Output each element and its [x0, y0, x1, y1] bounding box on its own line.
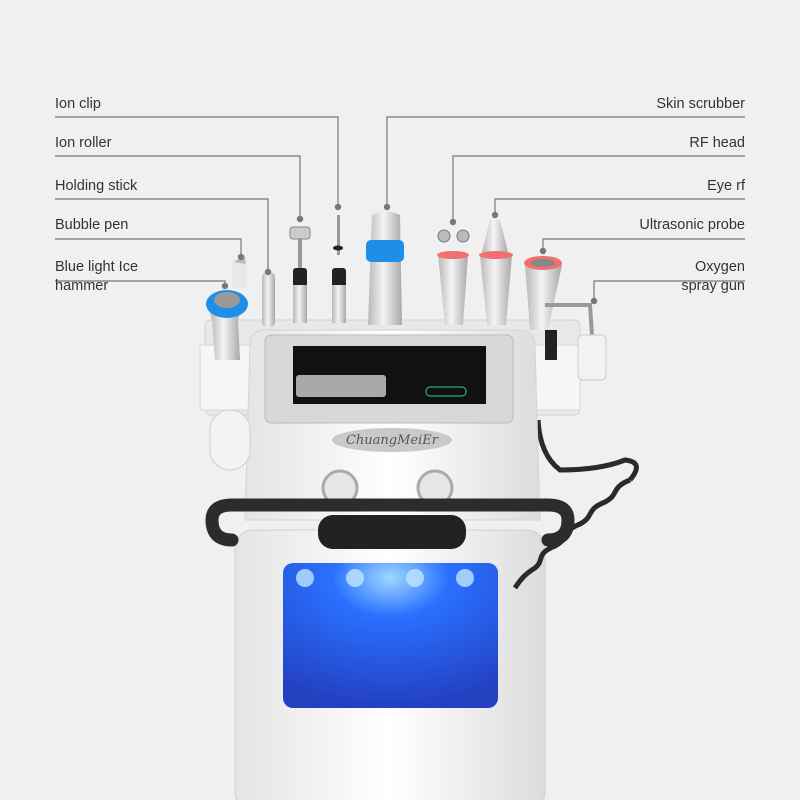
- label-bubble-pen: Bubble pen: [55, 217, 129, 233]
- label-rf-head: RF head: [689, 135, 745, 151]
- tools: [206, 211, 607, 381]
- label-ion-clip: Ion clip: [55, 96, 101, 112]
- label-eye-rf: Eye rf: [707, 178, 745, 194]
- label-blue-light-ice-hammer: Blue light Ice: [55, 259, 139, 275]
- label-skin-scrubber: Skin scrubber: [656, 96, 745, 112]
- leader-lines: [55, 116, 745, 301]
- label-oxygen-spray-gun-line2: spray gun: [681, 278, 745, 294]
- label-oxygen-spray-gun: Oxygen: [695, 259, 745, 275]
- label-ultrasonic-probe: Ultrasonic probe: [639, 217, 745, 233]
- label-ion-roller: Ion roller: [55, 135, 112, 151]
- label-holding-stick: Holding stick: [55, 178, 138, 194]
- handle-bar: [205, 498, 575, 549]
- cabinet: [234, 529, 546, 800]
- main-unit: ChuangMeiEr: [199, 319, 581, 521]
- logo-text: ChuangMeiEr: [346, 433, 439, 448]
- blue-light-window: [283, 563, 498, 708]
- label-blue-light-ice-hammer-line2: hammer: [55, 278, 109, 294]
- leader-dots: [221, 203, 598, 305]
- logo-plate: [332, 428, 452, 452]
